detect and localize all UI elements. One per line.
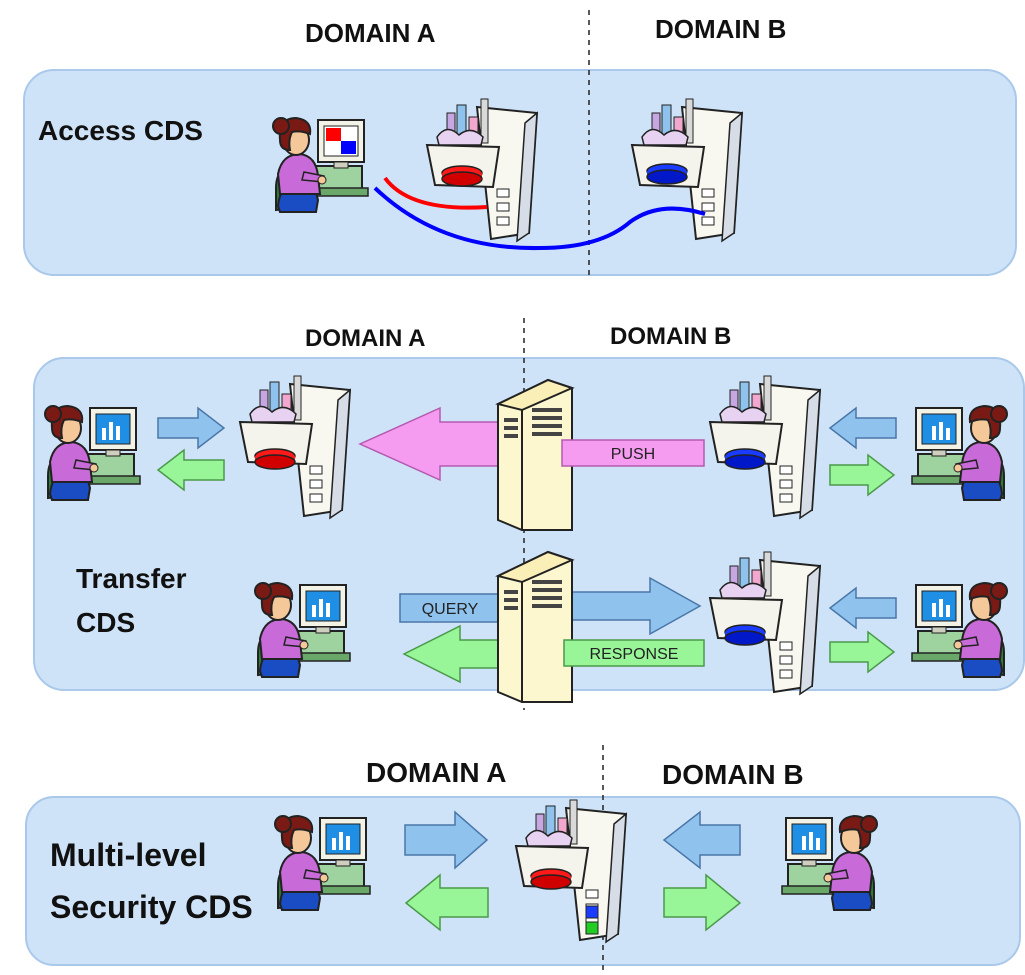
response-label: RESPONSE: [590, 646, 679, 663]
transfer-domain-b-label: DOMAIN B: [610, 323, 731, 350]
access-domain-a-label: DOMAIN A: [305, 18, 436, 48]
transfer-guard-bottom-icon: [497, 551, 573, 703]
mls-arrow-b-left: [662, 810, 741, 870]
response-arrow: [402, 624, 501, 684]
access-cds-panel: DOMAIN A DOMAIN B Access CDS: [23, 10, 1017, 278]
mls-arrow-a-right: [404, 810, 489, 870]
transfer-arrow-b-top-left: [828, 406, 897, 450]
mls-domain-b-label: DOMAIN B: [662, 759, 804, 790]
access-red-link: [383, 176, 488, 210]
query-label-box: [399, 593, 501, 623]
transfer-guard-top-icon: [497, 379, 573, 531]
mls-server-icon: [515, 799, 627, 943]
access-blue-link: [373, 186, 706, 251]
transfer-arrow-b-top-right: [829, 453, 896, 497]
push-arrow: [358, 406, 501, 482]
response-label-box: [563, 639, 705, 667]
transfer-domain-a-label: DOMAIN A: [305, 325, 425, 352]
access-cds-title: Access CDS: [38, 115, 203, 146]
mls-arrow-b-right: [663, 873, 742, 932]
transfer-arrow-b-bottom-right: [829, 630, 896, 674]
mls-cds-title-line2: Security CDS: [50, 889, 253, 925]
access-user-icon: [272, 117, 369, 213]
transfer-arrow-a-top-left: [156, 448, 225, 492]
transfer-arrow-a-top-right: [157, 406, 226, 450]
query-arrow: [561, 576, 702, 636]
access-domain-b-label: DOMAIN B: [655, 14, 786, 44]
transfer-cds-title-line1: Transfer: [76, 563, 187, 594]
push-label: PUSH: [611, 446, 655, 463]
push-label-box: [561, 439, 705, 467]
mls-domain-a-label: DOMAIN A: [366, 757, 507, 788]
transfer-cds-title-line2: CDS: [76, 607, 135, 638]
transfer-arrow-b-bottom-left: [828, 586, 897, 630]
transfer-cds-panel: DOMAIN A DOMAIN B Transfer CDS PUSH QUE: [33, 318, 1025, 710]
mls-cds-title-line1: Multi-level: [50, 837, 206, 873]
query-label: QUERY: [422, 601, 479, 618]
mls-cds-panel: DOMAIN A DOMAIN B Multi-level Security C…: [25, 745, 1021, 972]
mls-arrow-a-left: [404, 873, 489, 932]
